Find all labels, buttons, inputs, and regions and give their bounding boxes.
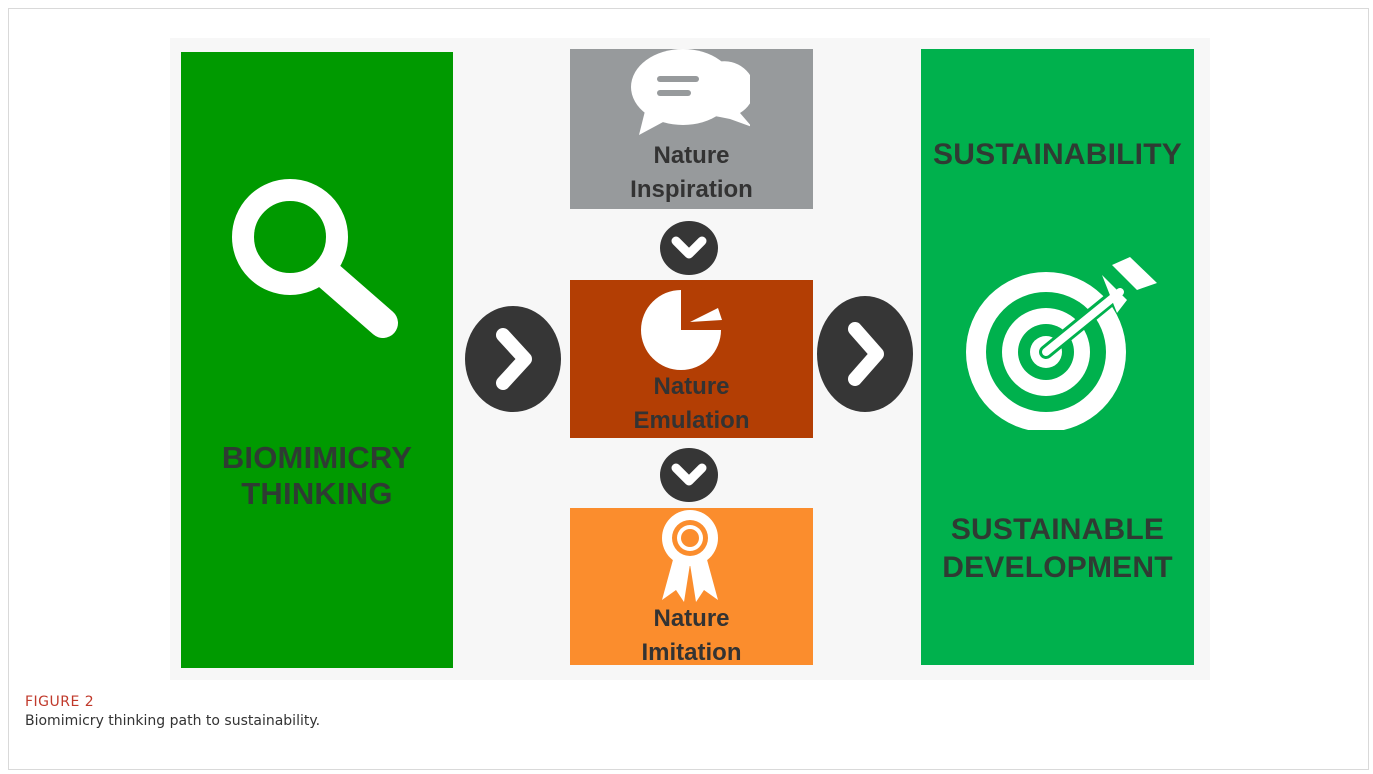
nature-inspiration-box: Nature Inspiration (570, 49, 813, 209)
chat-bubbles-icon (631, 49, 750, 135)
chevron-down-icon (660, 221, 718, 275)
inspiration-label: Nature Inspiration (570, 139, 813, 207)
sustainable-development-label: SUSTAINABLE DEVELOPMENT (921, 511, 1194, 587)
development-word: DEVELOPMENT (942, 551, 1173, 584)
imitation-line2: Imitation (641, 639, 742, 666)
imitation-label: Nature Imitation (570, 602, 813, 670)
emulation-line2: Emulation (633, 407, 750, 434)
sustainable-word: SUSTAINABLE (950, 513, 1165, 546)
sustainability-label: SUSTAINABILITY (933, 138, 1182, 171)
figure-caption: Biomimicry thinking path to sustainabili… (25, 713, 321, 729)
thinking-word: THINKING (241, 476, 393, 511)
award-ribbon-icon (662, 510, 718, 602)
emulation-label: Nature Emulation (570, 370, 813, 438)
pie-chart-icon (641, 284, 724, 370)
figure-label: FIGURE 2 (25, 694, 95, 710)
biomimicry-thinking-label: BIOMIMICRY THINKING (181, 440, 453, 512)
imitation-line1: Nature (653, 605, 730, 632)
inspiration-line2: Inspiration (630, 176, 753, 203)
magnifier-icon (232, 179, 398, 338)
target-arrow-icon (966, 257, 1157, 430)
nature-imitation-box: Nature Imitation (570, 508, 813, 666)
inspiration-line1: Nature (653, 142, 730, 169)
biomimicry-word: BIOMIMICRY (221, 440, 413, 475)
emulation-line1: Nature (653, 373, 730, 400)
arrow-right-icon (465, 306, 561, 412)
biomimicry-thinking-panel (181, 52, 453, 668)
nature-emulation-box: Nature Emulation (570, 280, 813, 438)
arrow-right-icon (817, 296, 913, 412)
chevron-down-icon (660, 448, 718, 502)
